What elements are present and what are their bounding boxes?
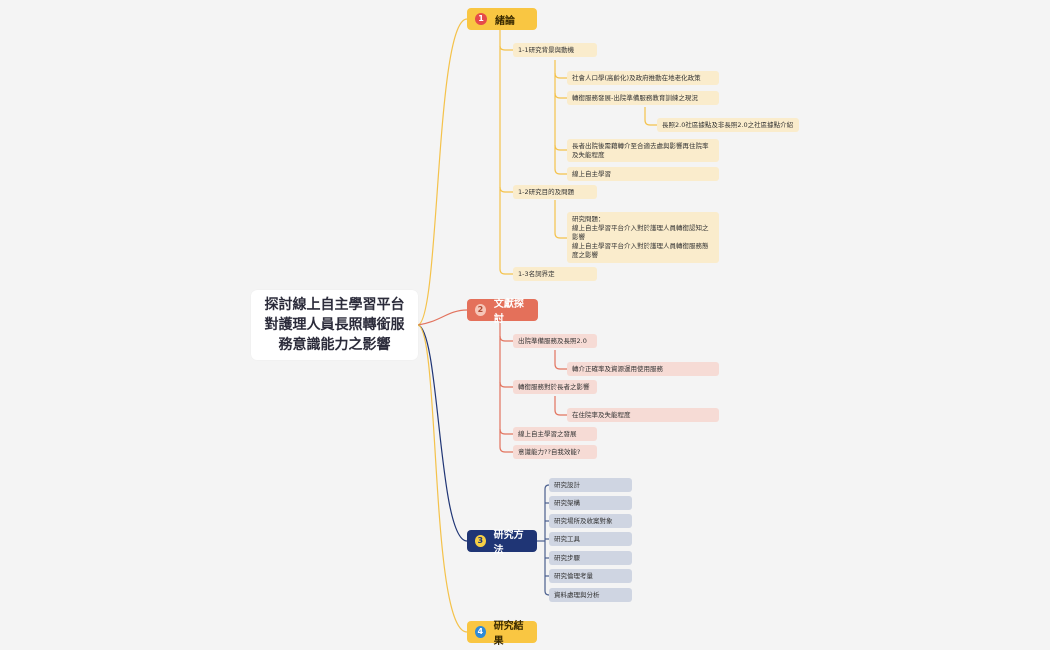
subtopic-label: 研究步驟	[554, 553, 580, 562]
subtopic-transition-impact[interactable]: 轉銜服務對於長者之影響	[513, 380, 597, 394]
subtopic-label: 長照2.0社區據點及非長照2.0之社區據點介紹	[662, 120, 794, 129]
number-badge-2: 2	[475, 304, 486, 316]
subtopic-research-design[interactable]: 研究設計	[549, 478, 632, 492]
topic-literature-review[interactable]: 2 文獻探討	[467, 299, 538, 325]
subtopic-readmission-disability[interactable]: 長者出院後需藉轉介至合適去處與影響再住院率 及失能程度	[567, 139, 719, 162]
subtopic-definitions[interactable]: 1-3名詞界定	[513, 267, 597, 281]
subtopic-transition-service-development[interactable]: 轉銜服務發展-出院準備服務教育訓練之現況	[567, 91, 719, 105]
subtopic-label: 資料處理與分析	[554, 590, 600, 599]
topic-introduction-label: 緒論	[495, 15, 515, 27]
subtopic-research-site-subjects[interactable]: 研究場所及收案對象	[549, 514, 632, 528]
subtopic-label: 轉銜服務對於長者之影響	[518, 382, 590, 391]
topic-research-methods[interactable]: 3 研究方法	[467, 530, 537, 556]
subtopic-label: 轉銜服務發展-出院準備服務教育訓練之現況	[572, 93, 698, 102]
topic-introduction[interactable]: 1 緒論	[467, 8, 537, 30]
central-topic-text: 探討線上自主學習平台 對護理人員長照轉銜服 務意識能力之影響	[264, 297, 405, 353]
subtopic-label: 研究工具	[554, 534, 580, 543]
number-badge-1: 1	[475, 13, 487, 25]
subtopic-data-analysis[interactable]: 資料處理與分析	[549, 588, 632, 602]
subtopic-label: 轉介正確率及資源運用使用服務	[572, 364, 663, 373]
central-topic[interactable]: 探討線上自主學習平台 對護理人員長照轉銜服 務意識能力之影響	[251, 290, 418, 360]
subtopic-discharge-planning[interactable]: 出院準備服務及長照2.0	[513, 334, 597, 348]
subtopic-label: 出院準備服務及長照2.0	[518, 336, 587, 345]
subtopic-research-tools[interactable]: 研究工具	[549, 532, 632, 546]
subtopic-background-motivation[interactable]: 1-1研究背景與動機	[513, 43, 597, 57]
topic-literature-review-label: 文獻探討	[493, 299, 524, 325]
subtopic-online-self-learning[interactable]: 線上自主學習	[567, 167, 719, 181]
subtopic-label: 意識能力??自我效能?	[518, 447, 581, 456]
subtopic-label: 線上自主學習	[572, 169, 611, 178]
subtopic-self-efficacy[interactable]: 意識能力??自我效能?	[513, 445, 597, 459]
subtopic-online-learning-development[interactable]: 線上自主學習之發展	[513, 427, 597, 441]
number-badge-3: 3	[475, 535, 486, 547]
topic-research-methods-label: 研究方法	[493, 530, 524, 556]
subtopic-label: 研究場所及收案對象	[554, 516, 613, 525]
number-badge-4: 4	[475, 626, 486, 638]
subtopic-aging-policy[interactable]: 社會人口學(高齡化)及政府推動在地老化政策	[567, 71, 719, 85]
subtopic-label: 1-1研究背景與動機	[518, 45, 575, 54]
subtopic-label: 長者出院後需藉轉介至合適去處與影響再住院率 及失能程度	[572, 141, 709, 159]
subtopic-label: 研究架構	[554, 498, 580, 507]
topic-research-results[interactable]: 4 研究結果	[467, 621, 537, 647]
subtopic-research-ethics[interactable]: 研究倫理考量	[549, 569, 632, 583]
topic-research-results-label: 研究結果	[493, 621, 524, 647]
subtopic-label: 研究設計	[554, 480, 580, 489]
subtopic-label: 研究問題： 線上自主學習平台介入對於護理人員轉銜認知之 影響 線上自主學習平台介…	[572, 215, 709, 259]
subtopic-label: 1-3名詞界定	[518, 269, 555, 278]
subtopic-label: 在住院率及失能程度	[572, 410, 631, 419]
subtopic-research-questions[interactable]: 研究問題： 線上自主學習平台介入對於護理人員轉銜認知之 影響 線上自主學習平台介…	[567, 212, 719, 263]
subtopic-referral-accuracy[interactable]: 轉介正確率及資源運用使用服務	[567, 362, 719, 376]
subtopic-research-framework[interactable]: 研究架構	[549, 496, 632, 510]
subtopic-readmission-rate[interactable]: 在住院率及失能程度	[567, 408, 719, 422]
subtopic-label: 研究倫理考量	[554, 571, 593, 580]
subtopic-label: 1-2研究目的及問題	[518, 187, 575, 196]
subtopic-research-steps[interactable]: 研究步驟	[549, 551, 632, 565]
subtopic-purpose-questions[interactable]: 1-2研究目的及問題	[513, 185, 597, 199]
subtopic-ltc-community-sites[interactable]: 長照2.0社區據點及非長照2.0之社區據點介紹	[657, 118, 799, 132]
subtopic-label: 線上自主學習之發展	[518, 429, 577, 438]
subtopic-label: 社會人口學(高齡化)及政府推動在地老化政策	[572, 73, 701, 82]
